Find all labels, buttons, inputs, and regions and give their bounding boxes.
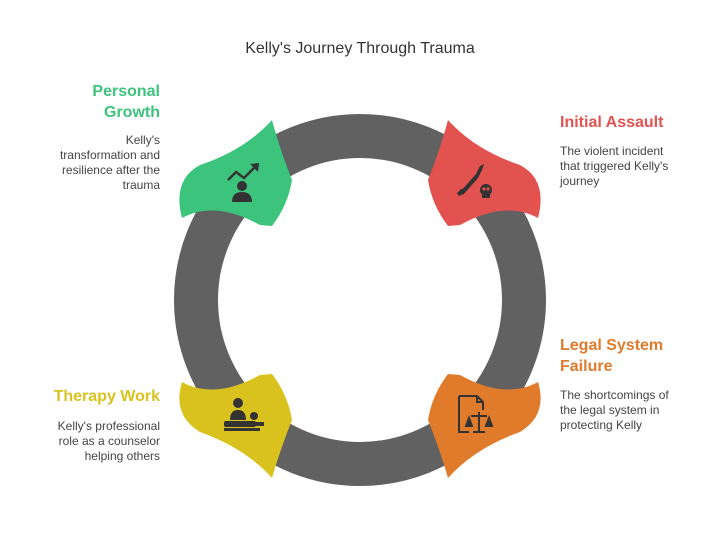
stage-label-initial-assault: Initial Assault [560, 114, 664, 131]
stage-label-legal-system-failure: Legal System Failure [560, 337, 664, 375]
segment-initial-assault [428, 120, 541, 226]
document-scales-icon [458, 395, 494, 433]
segment-therapy-work [179, 374, 292, 478]
segment-legal-system-failure [428, 374, 541, 478]
stage-label-personal-growth: Personal Growth [92, 83, 160, 121]
stage-desc-personal-growth: Kelly's transformation and resilience af… [59, 133, 160, 192]
diagram-title: Kelly's Journey Through Trauma [245, 40, 475, 57]
stage-label-therapy-work: Therapy Work [53, 388, 160, 405]
segment-initial-assault-shape [428, 120, 541, 226]
therapy-session-icon [224, 398, 264, 431]
stage-desc-legal-system-failure: The shortcomings of the legal system in … [560, 388, 669, 432]
stage-desc-therapy-work: Kelly's professional role as a counselor… [57, 419, 160, 463]
segment-legal-system-failure-shape [428, 374, 541, 478]
knife-skull-icon [456, 164, 492, 198]
segment-personal-growth [179, 120, 292, 226]
cycle-ring [174, 114, 546, 486]
growth-person-icon [227, 163, 259, 202]
stage-desc-initial-assault: The violent incident that triggered Kell… [560, 144, 669, 188]
